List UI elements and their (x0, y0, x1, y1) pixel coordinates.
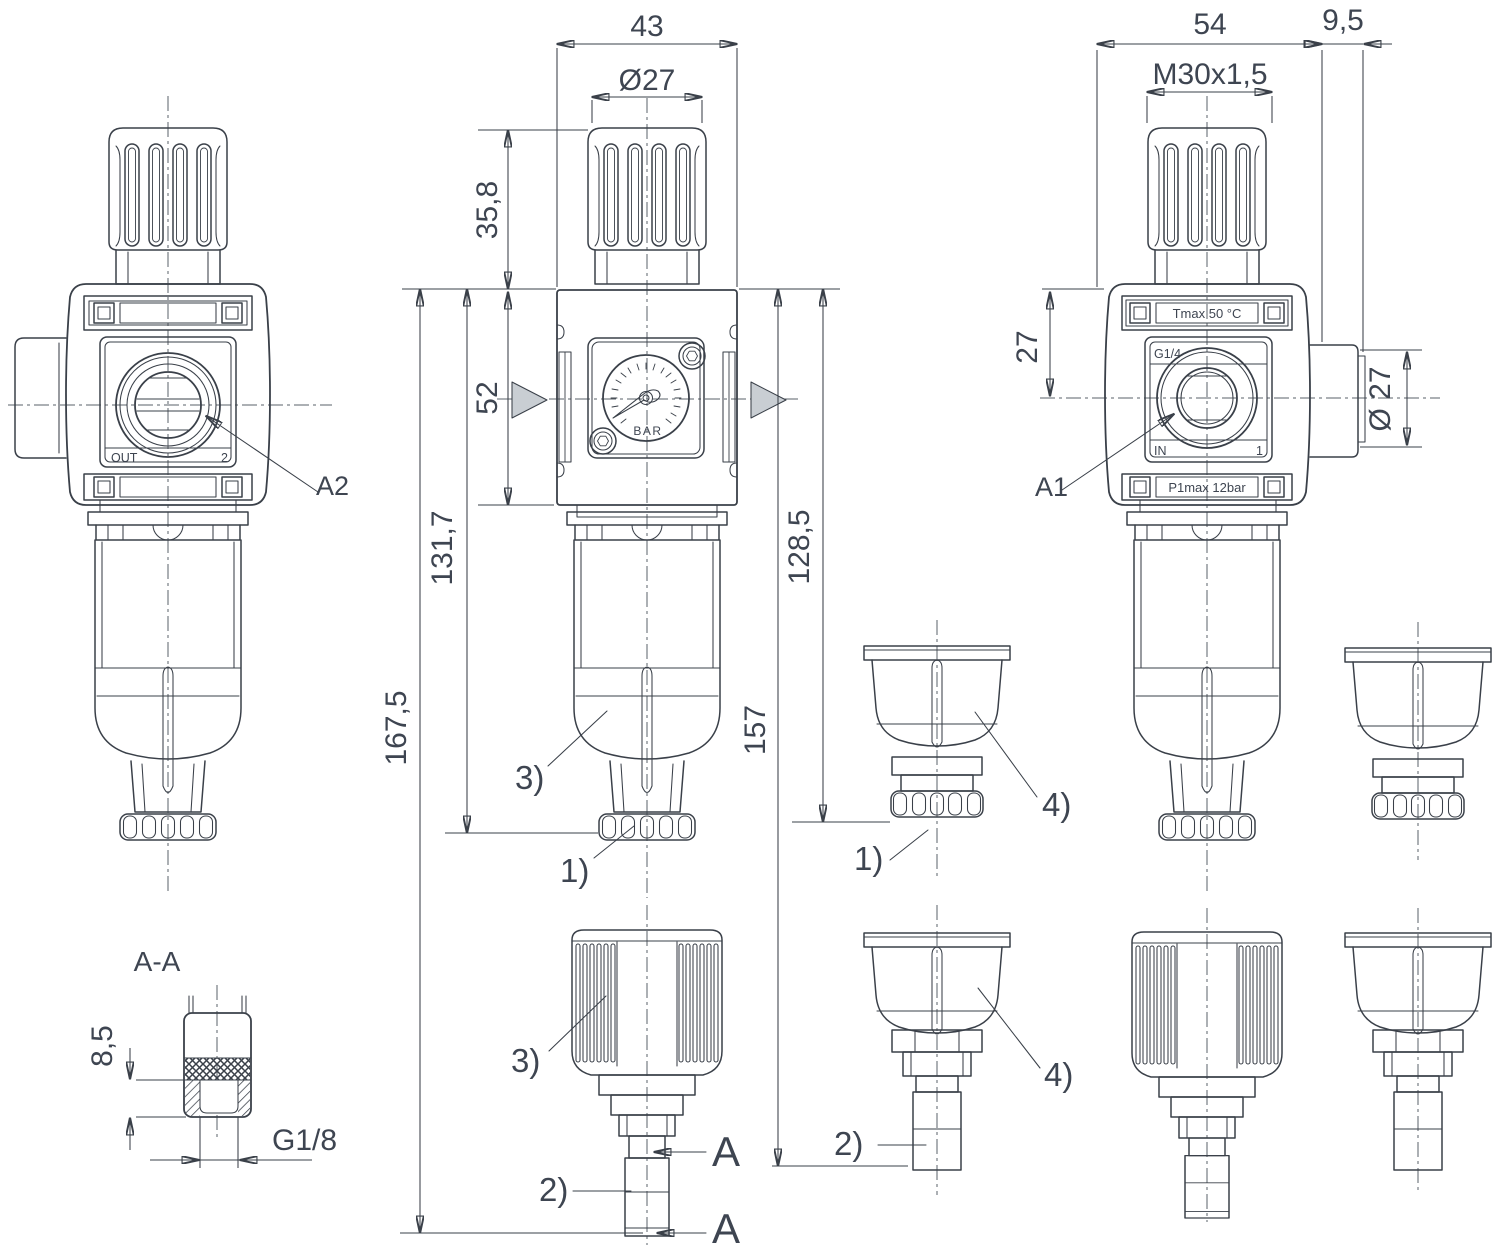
detail-compact-bowl-knurl: 4) 1) (854, 645, 1071, 877)
section-cut-label-top: A (712, 1128, 740, 1175)
item4-leader (977, 987, 1041, 1069)
detail-compact-bowl-drain: 4) 2) (834, 932, 1073, 1171)
in-thread-marking: G1/4 (1154, 347, 1181, 361)
item-label-1: 1) (560, 852, 589, 889)
item-label-2: 2) (539, 1171, 568, 1208)
gauge-needle (612, 389, 661, 419)
side-port-boss-left (14, 337, 67, 459)
section-title: A-A (134, 946, 181, 977)
section-cut-label-bottom: A (712, 1205, 740, 1245)
a2-leader (206, 416, 319, 493)
item1-leader (889, 829, 929, 861)
dim-section-depth: 8,5 (86, 1025, 119, 1067)
p1max-marking: P1max 12bar (1168, 480, 1246, 495)
section-a-a: A-A (134, 946, 252, 1118)
side-view-gauge: BAR 3) 1) (511, 127, 787, 889)
item-label-4: 4) (1042, 786, 1071, 823)
item-label-1: 1) (854, 840, 883, 877)
gauge-ticks (610, 362, 682, 424)
dim-height-drain: 157 (739, 705, 772, 755)
dim-body-width: 43 (630, 10, 663, 43)
dim-knob-height: 35,8 (471, 181, 504, 239)
gauge-panel (587, 337, 705, 459)
out-port-label: OUT (111, 451, 138, 465)
tmax-marking: Tmax 50 °C (1173, 306, 1242, 321)
item-label-4: 4) (1044, 1056, 1073, 1093)
flow-direction-arrow-in (511, 381, 548, 419)
dim-height-bowl-nut: 131,7 (426, 510, 459, 585)
pressure-gauge: BAR (602, 354, 690, 442)
dim-height-total: 167,5 (380, 690, 413, 765)
out-port-number: 2 (221, 451, 228, 465)
front-view-out-port: OUT 2 A2 (14, 127, 349, 841)
dim-boss-depth: 9,5 (1322, 4, 1364, 37)
flow-direction-arrow-out (750, 381, 787, 419)
item-label-3: 3) (515, 759, 544, 796)
item-label-2: 2) (834, 1125, 863, 1162)
gauge-unit-label: BAR (633, 424, 662, 438)
in-port-bore (1156, 347, 1258, 449)
panel-screw-top (678, 342, 706, 370)
panel-screw-bottom (589, 427, 617, 455)
dimensions: 43 Ø27 35,8 52 131,7 167,5 157 128,5 54 … (86, 4, 1422, 1233)
dim-front-width: 54 (1193, 8, 1226, 41)
item3-leader (547, 710, 608, 767)
out-port-bore (115, 352, 221, 458)
dim-port-offset: 27 (1011, 330, 1044, 363)
side-port-boss-right (1309, 344, 1359, 458)
in-port-number: 1 (1256, 444, 1263, 458)
detail-ribbed-bowl-drain: 3) 2) A A (511, 929, 740, 1245)
in-port-label: IN (1154, 444, 1167, 458)
dim-drain-thread: G1/8 (272, 1124, 337, 1157)
dim-knob-dia: Ø27 (619, 64, 676, 97)
ref-label-a2: A2 (316, 471, 349, 501)
dim-height-compact: 128,5 (783, 509, 816, 584)
dim-boss-dia: Ø 27 (1364, 366, 1397, 431)
item1-leader (593, 825, 635, 859)
item3-leader (548, 995, 607, 1052)
dim-body-height: 52 (471, 381, 504, 414)
item-label-3: 3) (511, 1042, 540, 1079)
ref-label-a1: A1 (1035, 472, 1068, 502)
front-view-in-port: Tmax 50 °C G1/4 IN 1 P1max 12bar A1 (1035, 127, 1366, 841)
dim-knob-thread: M30x1,5 (1152, 58, 1267, 91)
a1-leader (1061, 414, 1174, 491)
item4-leader (974, 711, 1038, 798)
